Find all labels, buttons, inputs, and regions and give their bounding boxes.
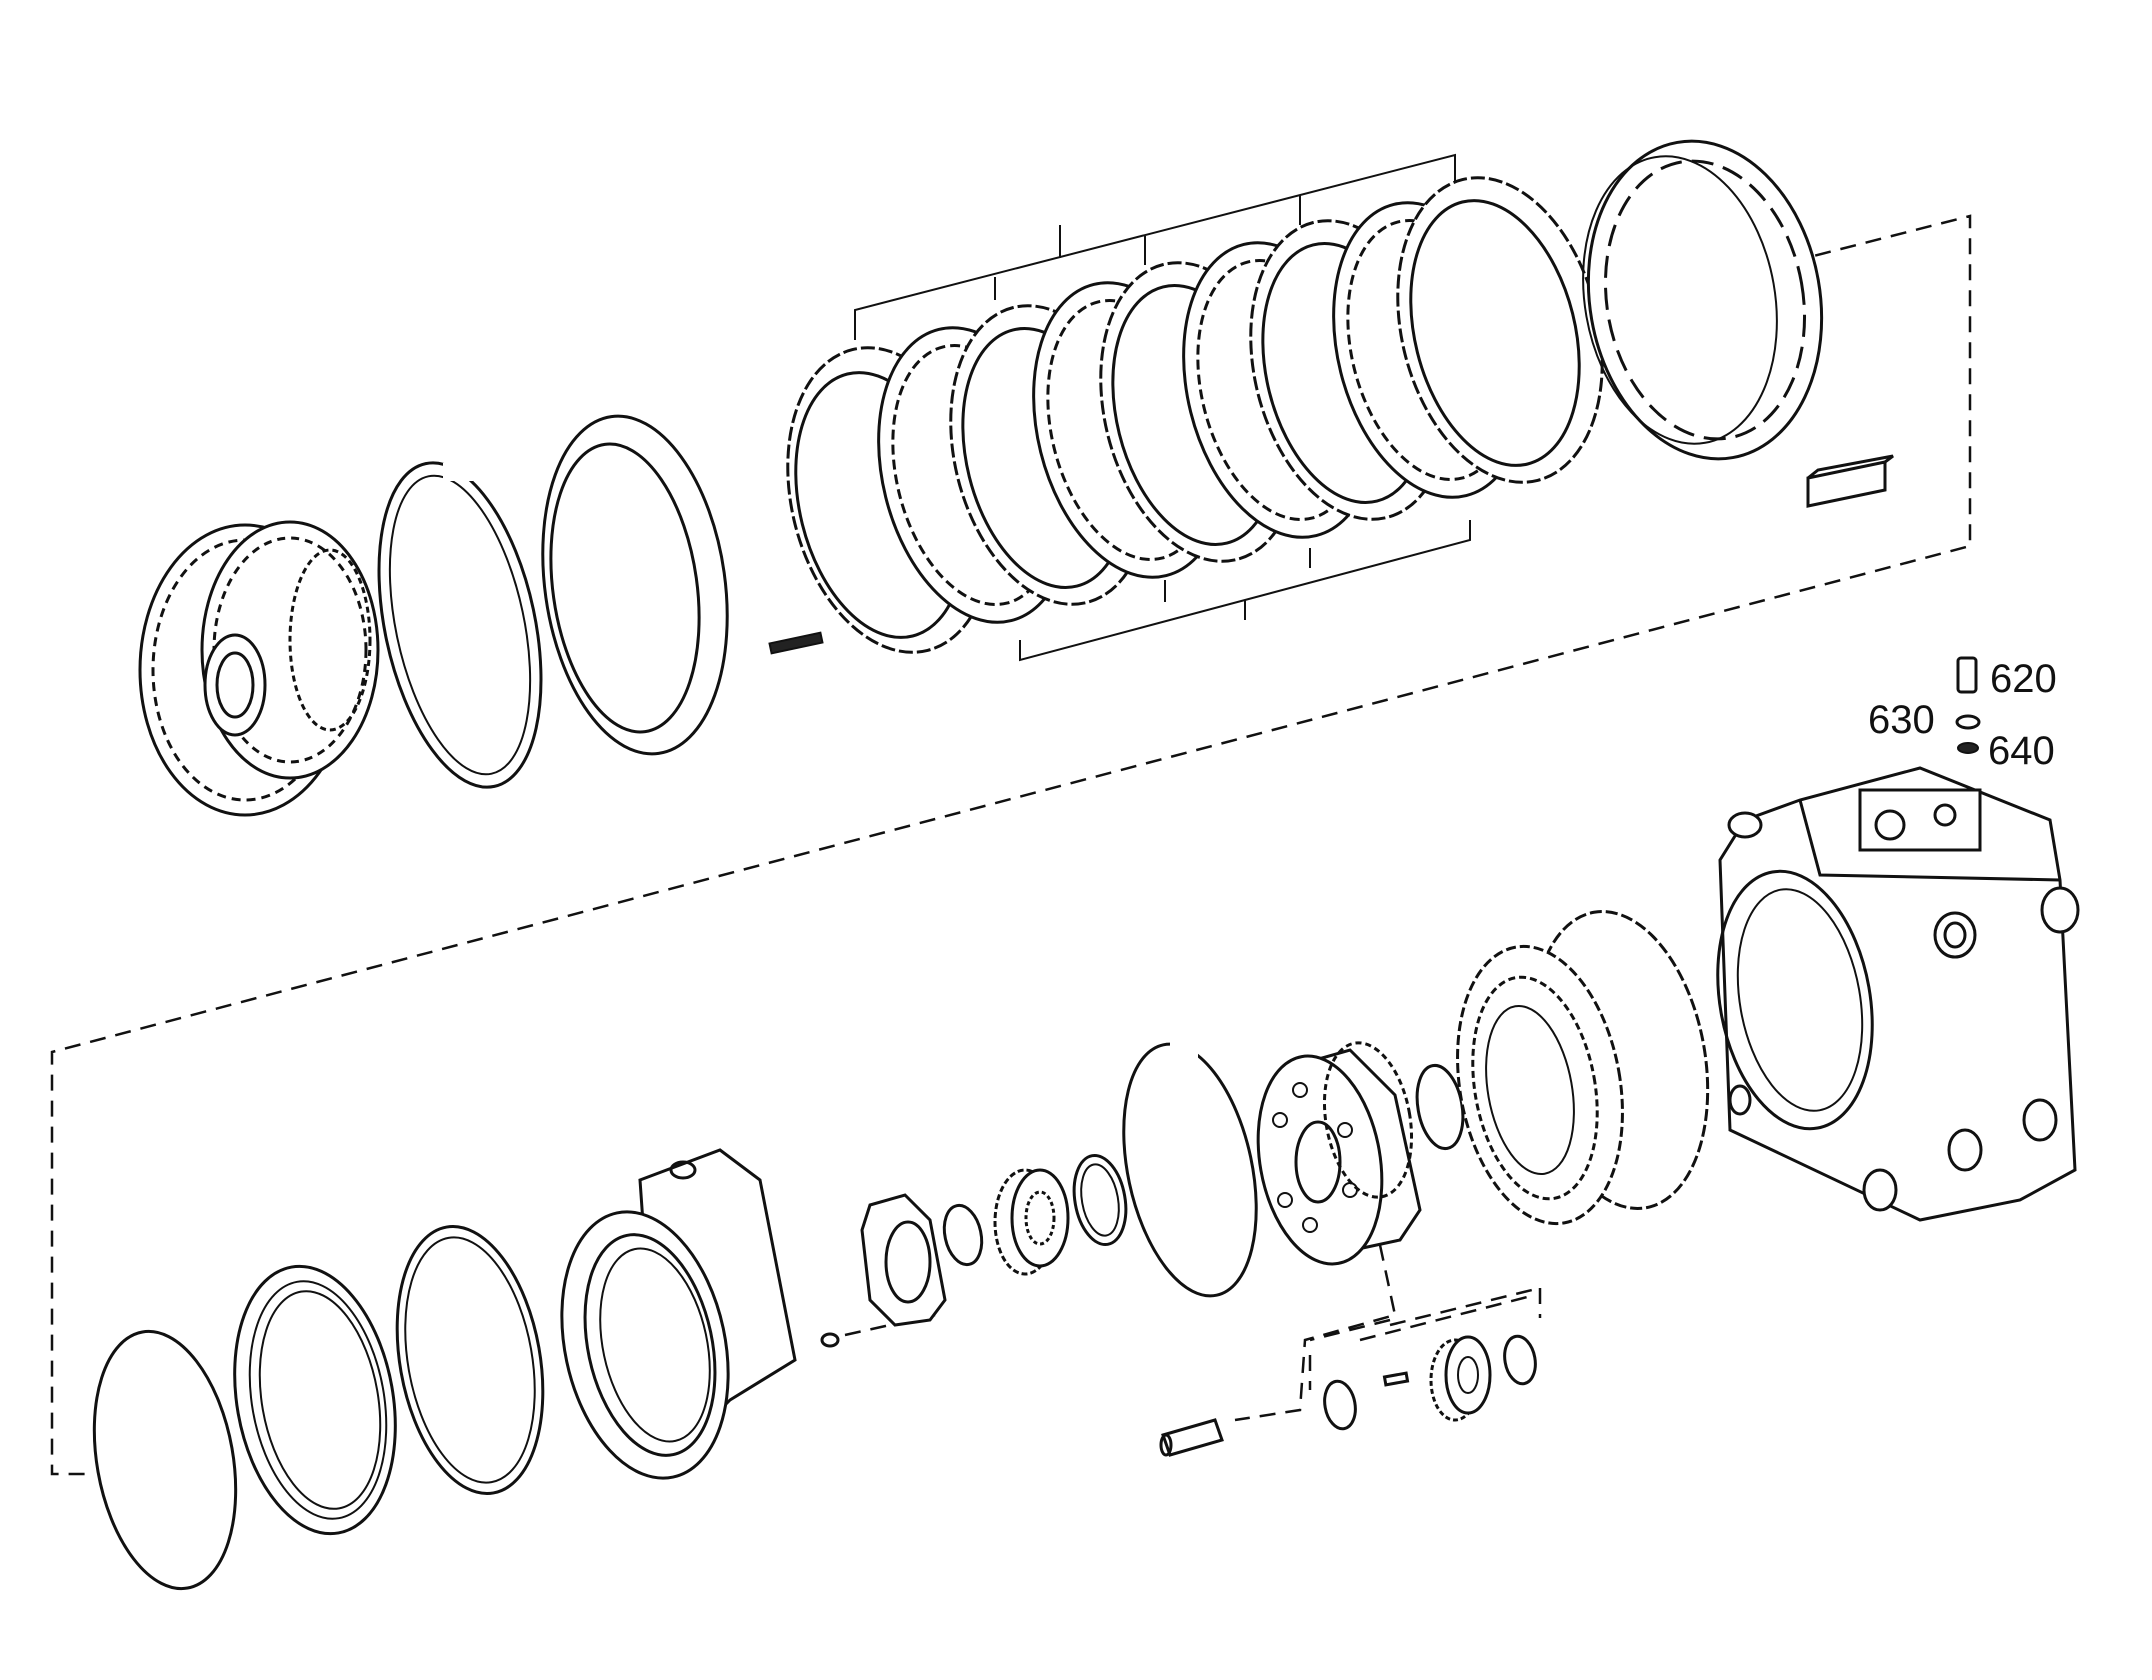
piston-housing-part xyxy=(560,1148,797,1480)
gear-hub-part xyxy=(138,520,380,817)
plate-group-bracket-top xyxy=(854,153,1456,340)
o-ring-part xyxy=(92,1329,238,1591)
callout-630: 630 xyxy=(1868,698,1981,742)
needle-bearing-part xyxy=(1382,1371,1410,1387)
spring-part xyxy=(768,631,824,655)
callout-640: 640 xyxy=(1957,729,2055,773)
backup-ring-part xyxy=(395,1224,545,1496)
sun-gear-part xyxy=(993,1168,1070,1276)
planet-washer-left-part xyxy=(1323,1379,1357,1431)
bolt-part xyxy=(820,1313,936,1348)
large-snap-ring-part xyxy=(1122,1040,1258,1298)
planet-washer-right-part xyxy=(1503,1334,1537,1386)
carrier-washer-part xyxy=(1415,1063,1465,1151)
snap-ring-part xyxy=(377,461,543,789)
outer-drum-ring-part xyxy=(1582,139,1824,461)
planet-group-bracket xyxy=(1234,1244,1542,1422)
callout-630-label: 630 xyxy=(1868,698,1935,742)
plate-group-bracket-bottom xyxy=(1019,520,1471,662)
ring-gear-part xyxy=(1456,910,1710,1226)
planet-gear-part xyxy=(1429,1335,1492,1422)
assembly-path-upper xyxy=(50,214,1972,1476)
transmission-housing-part xyxy=(1716,766,2080,1222)
clutch-plate-pack xyxy=(786,176,1604,654)
callout-620-label: 620 xyxy=(1990,657,2057,701)
planet-carrier-part xyxy=(1256,1041,1422,1266)
piston-ring-part xyxy=(541,414,729,756)
callout-620: 620 xyxy=(1956,656,2057,701)
thrust-washer-part xyxy=(860,1193,947,1327)
planet-pin-part xyxy=(1159,1418,1224,1457)
washer-part xyxy=(1072,1153,1128,1247)
callout-640-label: 640 xyxy=(1988,729,2055,773)
key-block-part xyxy=(1806,454,1894,508)
planet-group-bracket-lines xyxy=(1359,1293,1536,1342)
circlip-part xyxy=(942,1203,984,1267)
seal-ring-part xyxy=(233,1264,397,1536)
